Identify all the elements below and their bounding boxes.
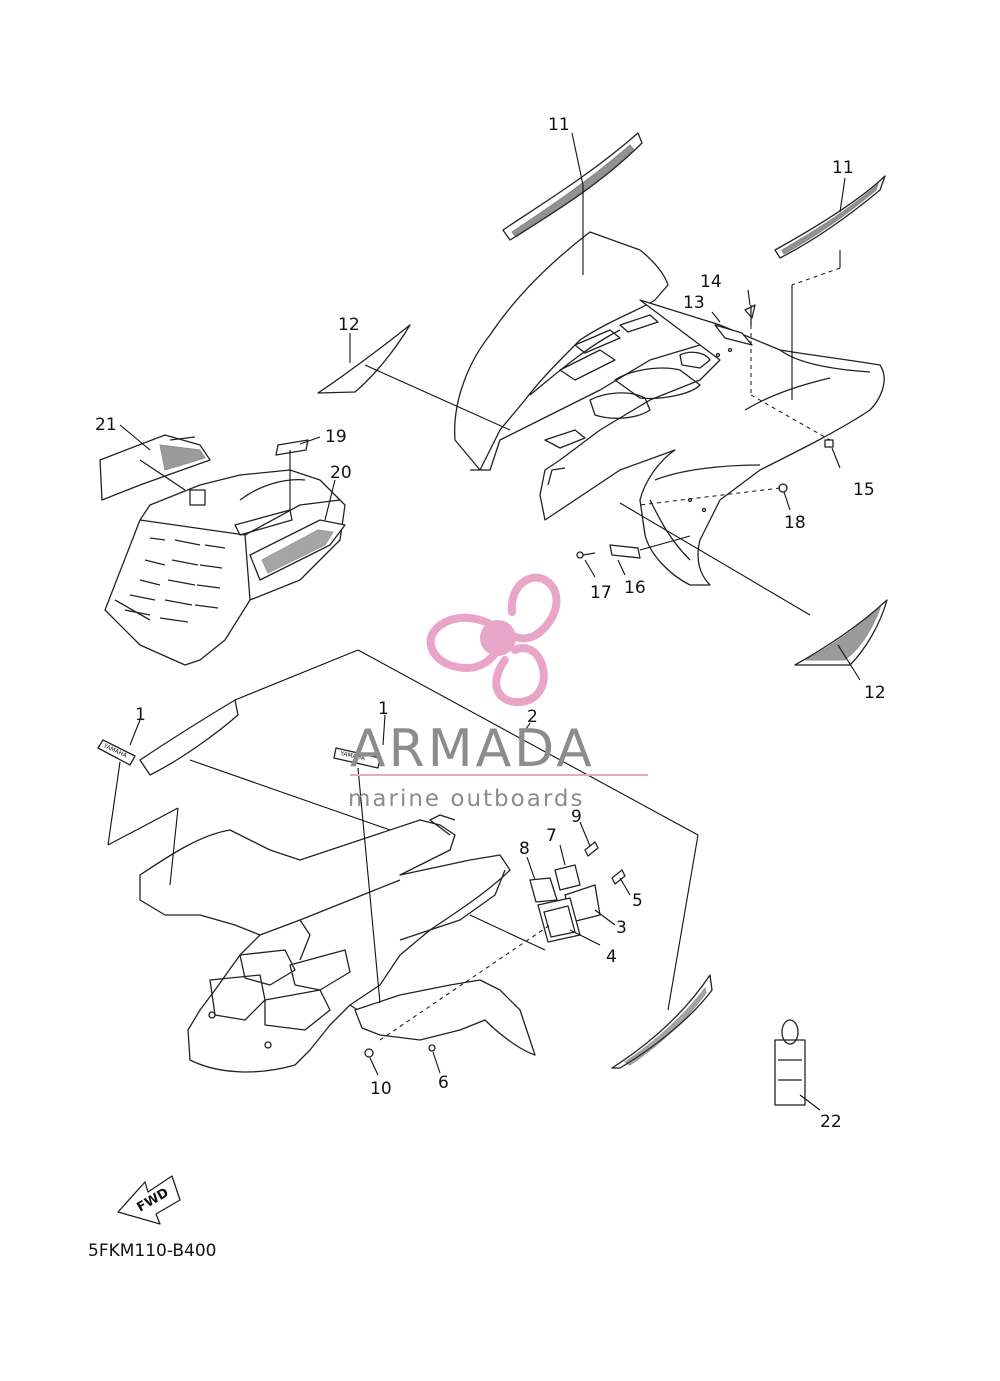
- rear-fender: [454, 231, 885, 586]
- decal-19: [275, 439, 309, 456]
- callout-6: 6: [438, 1073, 449, 1093]
- callout-10: 10: [370, 1079, 392, 1099]
- callout-11a: 11: [548, 115, 570, 135]
- callout-3: 3: [616, 918, 627, 938]
- callout-4: 4: [606, 947, 617, 967]
- watermark-tagline: marine outboards: [348, 786, 584, 812]
- callout-7: 7: [546, 826, 557, 846]
- decal-1-left: YAMAHA: [97, 739, 136, 766]
- decal-11-left: [502, 132, 643, 241]
- callout-19: 19: [325, 427, 347, 447]
- callout-14: 14: [700, 272, 722, 292]
- callout-labels: 1 1 2 3 4 5 6 7 8 9 10 11 11 12 12 13 14…: [95, 115, 886, 1132]
- callout-1b: 1: [378, 699, 389, 719]
- callout-22: 22: [820, 1112, 842, 1132]
- callout-1a: 1: [135, 705, 146, 725]
- small-parts-front: [364, 841, 626, 1058]
- callout-12a: 12: [338, 315, 360, 335]
- front-panel: [104, 469, 346, 666]
- callout-12b: 12: [864, 683, 886, 703]
- leader-lines: [107, 132, 861, 1111]
- callout-9: 9: [571, 807, 582, 827]
- decal-1-center: YAMAHA: [333, 747, 381, 769]
- small-parts-rear: [576, 304, 834, 559]
- front-fender: [139, 814, 536, 1073]
- decal-20: [249, 519, 346, 581]
- callout-13: 13: [683, 293, 705, 313]
- callout-16: 16: [624, 578, 646, 598]
- decal-12-upper: [317, 324, 411, 394]
- watermark: ARMADA marine outboards: [348, 573, 648, 812]
- tag-22: [774, 1019, 806, 1106]
- decal-11-right: [774, 175, 886, 259]
- decal-2: [139, 699, 713, 1069]
- callout-21: 21: [95, 415, 117, 435]
- diagram-code: 5FKM110-B400: [88, 1241, 217, 1261]
- callout-18: 18: [784, 513, 806, 533]
- decal-21: [99, 434, 211, 501]
- fwd-arrow: FWD: [117, 1175, 181, 1225]
- callout-11b: 11: [832, 158, 854, 178]
- callout-5: 5: [632, 891, 643, 911]
- callout-20: 20: [330, 463, 352, 483]
- callout-8: 8: [519, 839, 530, 859]
- callout-15: 15: [853, 480, 875, 500]
- propeller-logo-icon: [426, 573, 561, 707]
- decal-12-lower: [794, 599, 888, 666]
- callout-2: 2: [527, 707, 538, 727]
- callout-17: 17: [590, 583, 612, 603]
- watermark-brand: ARMADA: [350, 719, 595, 779]
